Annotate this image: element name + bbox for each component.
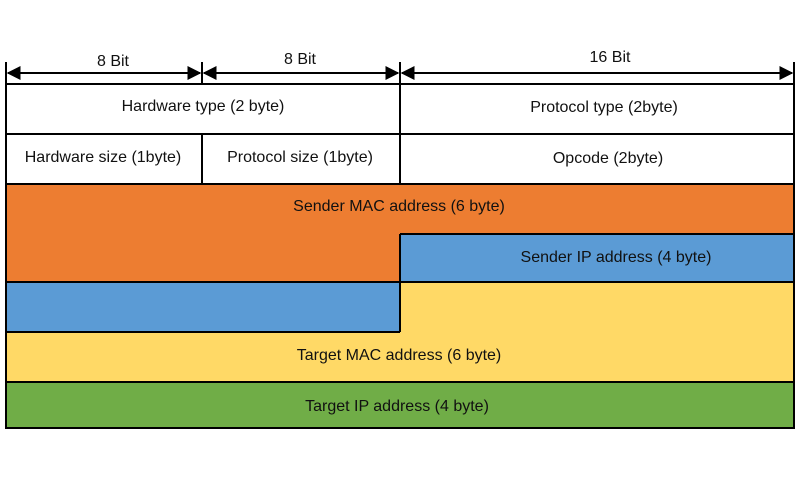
hardware-type-field: Hardware type (2 byte) xyxy=(122,98,285,115)
hardware-size-field: Hardware size (1byte) xyxy=(25,149,182,166)
sender-ip-field: Sender IP address (4 byte) xyxy=(521,249,712,266)
protocol-type-field: Protocol type (2byte) xyxy=(530,99,678,116)
target-ip-region xyxy=(6,382,794,428)
opcode-field: Opcode (2byte) xyxy=(553,150,663,167)
col3-bits-label: 16 Bit xyxy=(590,49,631,66)
bit-width-ruler: 8 Bit 8 Bit 16 Bit xyxy=(5,49,795,84)
sender-mac-field: Sender MAC address (6 byte) xyxy=(293,198,505,215)
field-grid-lines xyxy=(5,83,795,429)
protocol-size-field: Protocol size (1byte) xyxy=(227,149,373,166)
field-labels: Hardware type (2 byte) Protocol type (2b… xyxy=(25,98,712,415)
col1-bits-label: 8 Bit xyxy=(97,53,130,70)
col2-bits-label: 8 Bit xyxy=(284,51,317,68)
target-mac-field: Target MAC address (6 byte) xyxy=(297,347,502,364)
target-ip-field: Target IP address (4 byte) xyxy=(305,398,489,415)
